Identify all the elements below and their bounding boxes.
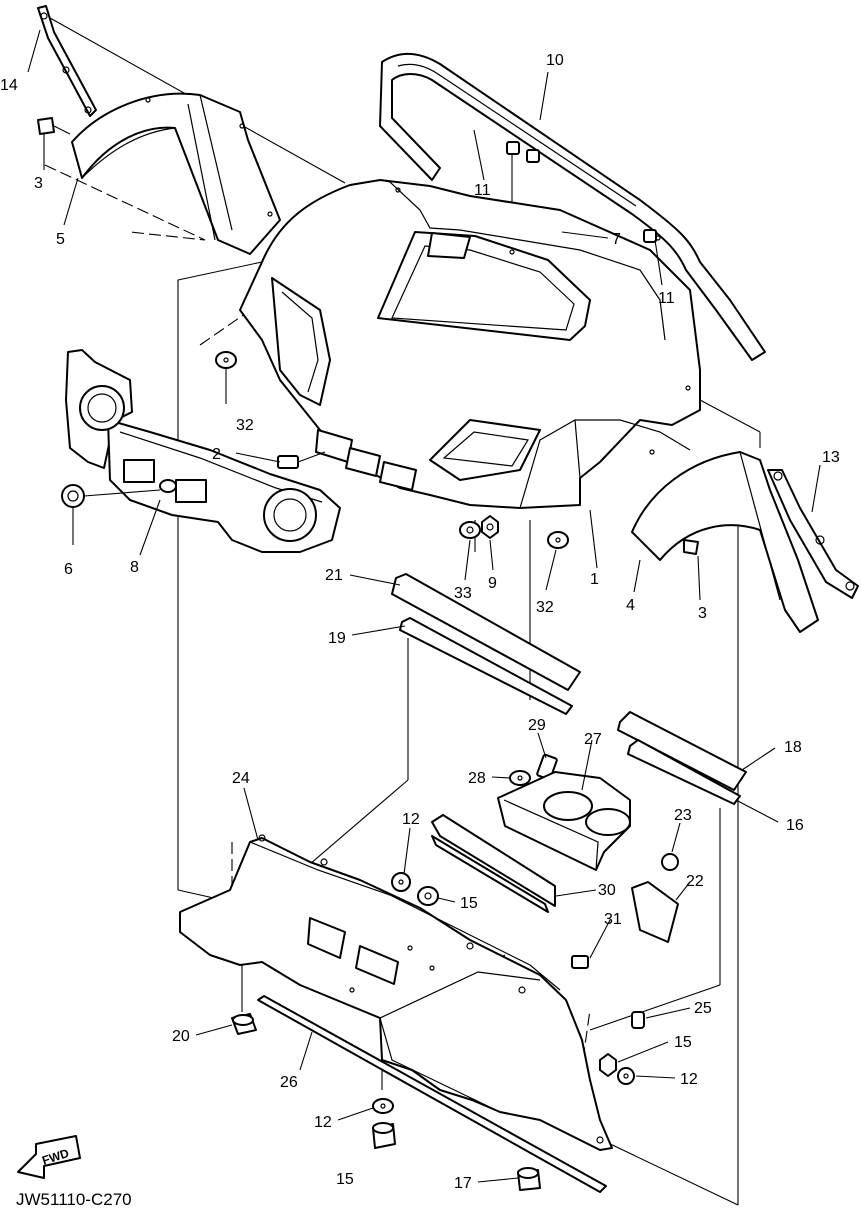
callout-15a: 15 — [460, 895, 478, 912]
washer-part-33 — [459, 521, 481, 539]
callout-23: 23 — [674, 807, 692, 824]
callout-7: 7 — [612, 231, 621, 248]
trim-strip-part-26 — [257, 995, 607, 1193]
stay-bracket-part-14 — [37, 5, 97, 117]
dashboard-panel-part-24 — [179, 834, 613, 1151]
nut-part-17 — [517, 1167, 541, 1191]
callout-16: 16 — [786, 817, 804, 834]
callout-12b: 12 — [680, 1071, 698, 1088]
cup-holder-part-27 — [497, 771, 631, 871]
nut-part-9 — [481, 515, 499, 539]
callout-12c: 12 — [314, 1114, 332, 1131]
callout-27: 27 — [584, 731, 602, 748]
callout-11a: 11 — [474, 182, 491, 199]
callout-21: 21 — [325, 567, 343, 584]
guard-rail-part-10 — [379, 52, 766, 361]
clip-part-11-a — [506, 141, 540, 163]
callout-11b: 11 — [658, 290, 675, 307]
washer-part-12-a — [391, 872, 411, 892]
callout-6: 6 — [64, 561, 73, 578]
callout-31: 31 — [604, 911, 622, 928]
clip-part-11-b — [643, 229, 657, 243]
left-fender-flare-part-5 — [71, 92, 281, 255]
callout-24: 24 — [232, 770, 250, 787]
callout-15c: 15 — [336, 1171, 354, 1188]
callout-5: 5 — [56, 231, 65, 248]
screw-part-31 — [571, 955, 589, 969]
fwd-arrow-icon: FWD — [17, 1135, 81, 1179]
callout-15b: 15 — [674, 1034, 692, 1051]
callout-30: 30 — [598, 882, 616, 899]
callout-26: 26 — [280, 1074, 298, 1091]
washer-part-12-c — [372, 1098, 394, 1114]
leader-lines — [27, 29, 821, 1183]
callout-13: 13 — [822, 449, 840, 466]
bracket-part-22 — [631, 881, 679, 943]
nut-part-15-a — [417, 886, 439, 906]
callout-12a: 12 — [402, 811, 420, 828]
callout-2: 2 — [212, 446, 221, 463]
callout-3a: 3 — [34, 175, 43, 192]
callout-29: 29 — [528, 717, 546, 734]
callout-19: 19 — [328, 630, 346, 647]
right-fender-flare-part-4 — [631, 449, 819, 633]
washer-part-28 — [509, 770, 531, 786]
clip-part-25 — [631, 1011, 645, 1029]
callout-20: 20 — [172, 1028, 190, 1045]
callout-10: 10 — [546, 52, 564, 69]
callout-17: 17 — [454, 1175, 472, 1192]
screw-part-3-a — [37, 117, 71, 135]
nut-part-15-c — [372, 1122, 396, 1149]
callout-4: 4 — [626, 597, 635, 614]
screw-part-2 — [277, 451, 326, 469]
headlight-panel-part-8 — [65, 349, 341, 553]
grommet-part-6 — [61, 484, 161, 508]
nut-part-20 — [231, 1013, 257, 1035]
channel-part-19 — [399, 617, 573, 715]
nut-part-15-b — [599, 1053, 617, 1077]
screw-part-3-b — [683, 539, 699, 555]
callout-14: 14 — [0, 77, 18, 94]
callout-25: 25 — [694, 1000, 712, 1017]
plate-part-30 — [431, 814, 556, 913]
washer-part-12-b — [617, 1067, 635, 1085]
callout-28: 28 — [468, 770, 486, 787]
trim-part-21 — [391, 573, 581, 691]
callout-32a: 32 — [236, 417, 254, 434]
callout-1: 1 — [590, 571, 599, 588]
trim-part-18 — [617, 711, 747, 791]
callout-33: 33 — [454, 585, 472, 602]
stay-bracket-part-13 — [767, 469, 859, 599]
callout-32b: 32 — [536, 599, 554, 616]
callout-22: 22 — [686, 873, 704, 890]
callout-8: 8 — [130, 559, 139, 576]
front-cowl-part-1 — [239, 179, 701, 509]
washer-part-32-a — [215, 351, 237, 369]
callout-9: 9 — [488, 575, 497, 592]
diagram-code: JW51110-C270 — [16, 1190, 132, 1209]
fastener-part-23 — [661, 853, 679, 871]
callout-18: 18 — [784, 739, 802, 756]
callout-3b: 3 — [698, 605, 707, 622]
washer-part-32-b — [547, 531, 569, 549]
callout-labels: 14 3 5 10 11 7 11 13 32 2 6 8 33 9 32 1 … — [0, 52, 840, 1192]
